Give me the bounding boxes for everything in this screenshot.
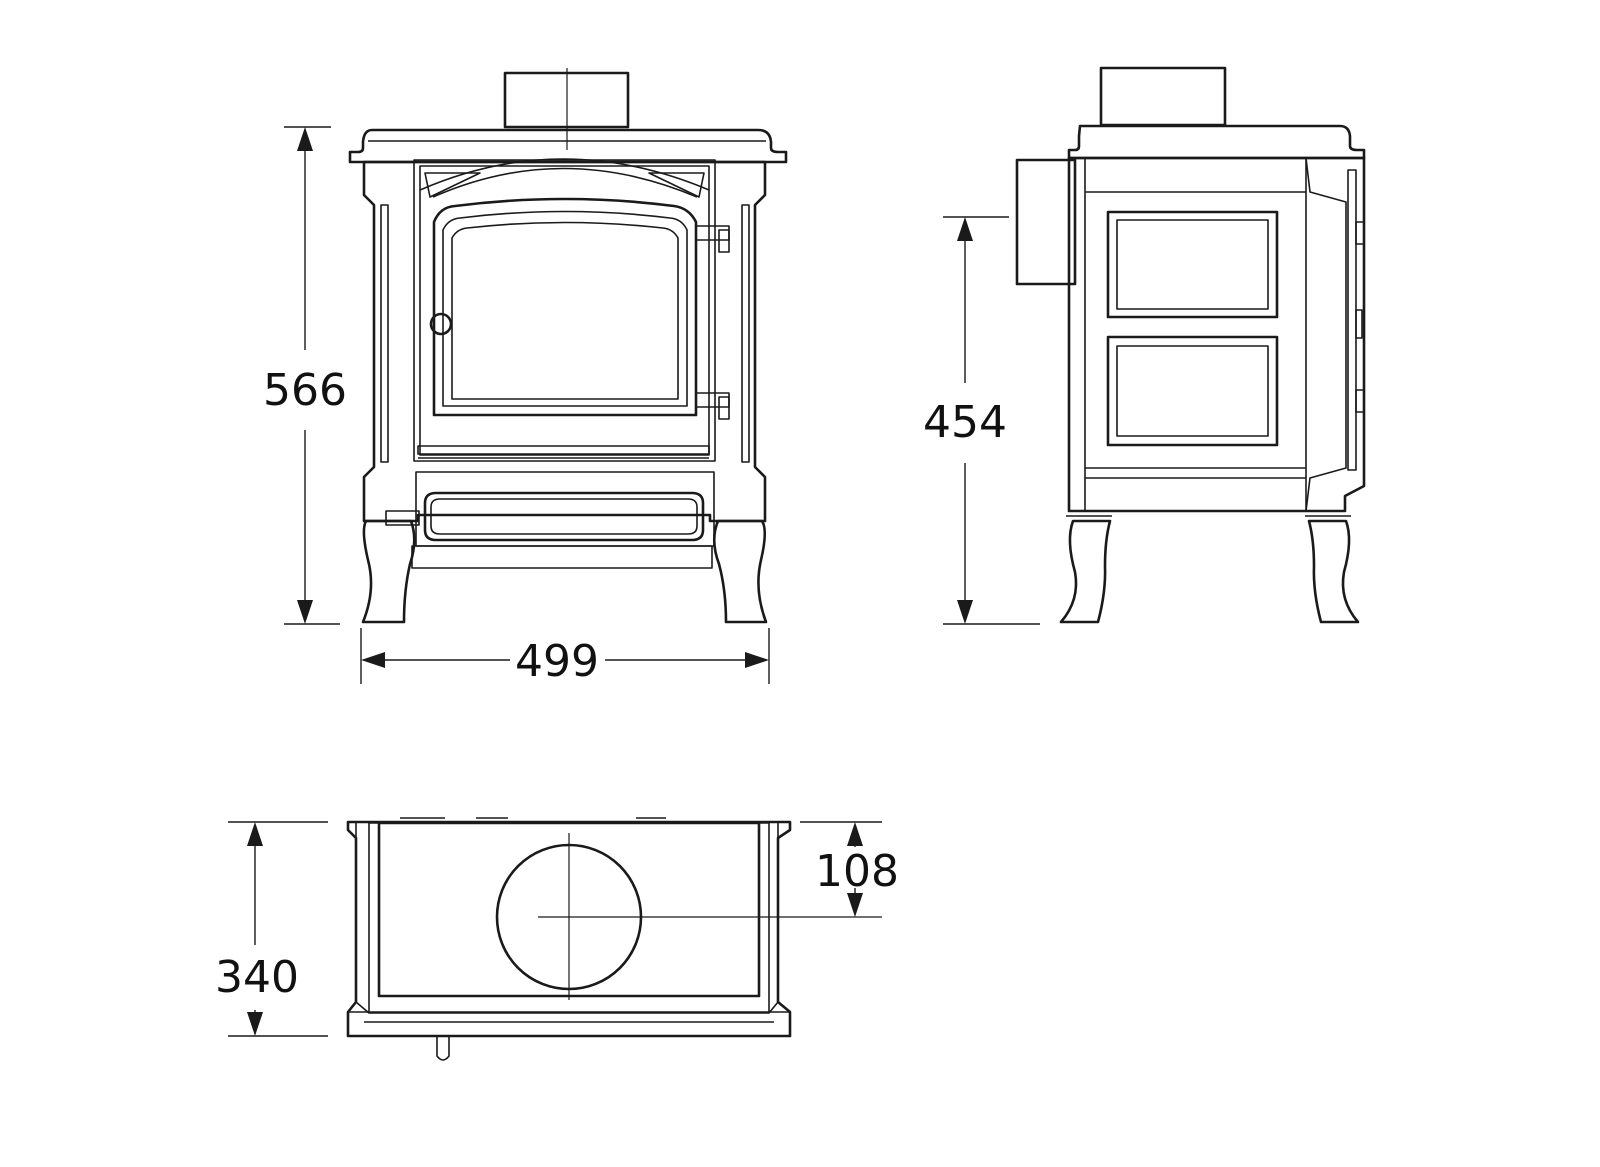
- front-height-dimension: 566: [263, 126, 347, 625]
- plan-depth-dimension: 340: [215, 821, 328, 1037]
- front-door: [429, 197, 730, 420]
- door-handle-knob: [429, 312, 453, 336]
- front-top-plate: [348, 128, 788, 164]
- front-body: [362, 158, 767, 523]
- plan-air-control-knob: [436, 1036, 450, 1061]
- side-height-dimension: 454: [923, 216, 1040, 625]
- front-height-label: 566: [263, 365, 347, 416]
- side-height-label: 454: [923, 397, 1007, 448]
- side-rear-spigot: [1015, 158, 1077, 286]
- front-view: [348, 68, 788, 624]
- front-legs: [361, 519, 768, 624]
- side-top-plate: [1067, 124, 1366, 160]
- flue-offset-label: 108: [815, 846, 899, 897]
- front-width-dimension: 499: [360, 628, 770, 687]
- flue-offset-dimension: 108: [800, 821, 899, 917]
- front-flue-collar: [503, 68, 630, 150]
- side-legs: [1059, 515, 1360, 624]
- plan-depth-label: 340: [215, 952, 299, 1003]
- front-ash-pan: [385, 471, 715, 569]
- side-body: [1067, 156, 1366, 513]
- front-width-label: 499: [515, 636, 599, 687]
- plan-view: [346, 817, 882, 1061]
- side-view: [1015, 66, 1366, 624]
- front-ash-lip: [417, 445, 710, 459]
- side-flue-collar: [1099, 66, 1227, 127]
